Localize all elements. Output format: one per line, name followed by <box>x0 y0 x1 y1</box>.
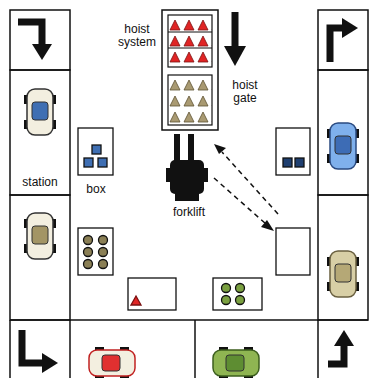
flow-arrows <box>18 12 358 373</box>
part-label: forklift <box>159 206 219 219</box>
cars <box>24 89 359 378</box>
boxes <box>78 128 310 310</box>
movement-arrows <box>214 144 278 231</box>
grid-lines <box>10 10 368 378</box>
hoist <box>162 10 218 130</box>
part-label: hoist gate <box>222 79 268 105</box>
forklift-icon <box>166 134 208 201</box>
part-label: hoist system <box>114 23 160 49</box>
part-label: station <box>12 176 68 189</box>
part-label: box <box>76 183 116 196</box>
